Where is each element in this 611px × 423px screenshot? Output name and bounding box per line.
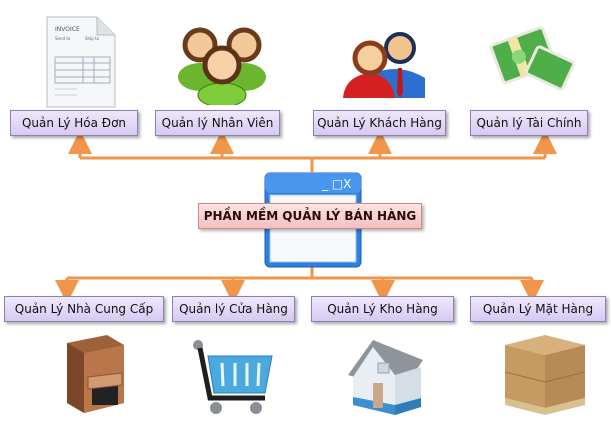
supplier-icon bbox=[67, 335, 124, 413]
svg-text:Ship to: Ship to bbox=[85, 36, 100, 41]
customers-icon bbox=[343, 32, 425, 98]
module-tai-chinh[interactable]: Quản lý Tài Chính bbox=[470, 110, 588, 136]
shopping-cart-icon bbox=[193, 340, 273, 414]
svg-text:Send to: Send to bbox=[55, 36, 71, 41]
employees-icon bbox=[178, 27, 266, 105]
module-khach-hang[interactable]: Quản Lý Khách Hàng bbox=[313, 110, 446, 136]
money-icon bbox=[489, 26, 575, 91]
boxes-icon bbox=[504, 335, 586, 415]
invoice-heading: INVOICE bbox=[55, 26, 80, 33]
module-mat-hang[interactable]: Quản Lý Mặt Hàng bbox=[470, 296, 606, 322]
module-cua-hang[interactable]: Quản lý Cửa Hàng bbox=[172, 296, 295, 322]
module-nha-cung-cap[interactable]: Quản Lý Nhà Cung Cấp bbox=[4, 296, 164, 322]
invoice-icon: INVOICE Send to Ship to bbox=[46, 16, 116, 108]
module-nhan-vien[interactable]: Quản lý Nhân Viên bbox=[155, 110, 280, 136]
main-title-box: PHẦN MỀM QUẢN LÝ BÁN HÀNG bbox=[198, 203, 422, 229]
module-hoa-don[interactable]: Quản Lý Hóa Đơn bbox=[10, 110, 138, 136]
warehouse-icon bbox=[348, 340, 423, 415]
window-controls: _ □X bbox=[321, 177, 351, 191]
module-kho-hang[interactable]: Quản Lý Kho Hàng bbox=[311, 296, 454, 322]
